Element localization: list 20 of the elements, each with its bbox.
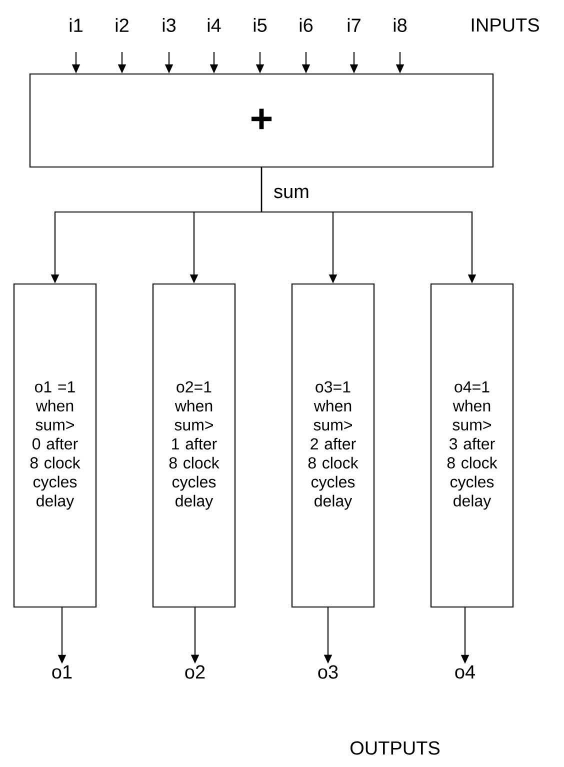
input-label: i5 <box>254 18 267 32</box>
input-label: i8 <box>394 18 407 32</box>
heading-label: INPUTS <box>472 18 539 32</box>
output-label: o3 <box>318 665 338 679</box>
process-box: o3=1 when sum> 2 after 8 clock cycles delay <box>291 283 375 608</box>
input-label: i2 <box>116 18 128 32</box>
process-box: o2=1 when sum> 1 after 8 clock cycles delay <box>152 283 236 608</box>
output-label: o1 <box>52 665 72 679</box>
heading-label: OUTPUTS <box>350 741 440 755</box>
input-label: i7 <box>348 18 360 32</box>
input-label: i4 <box>208 18 221 32</box>
adder-box: + <box>29 73 494 168</box>
input-label: i6 <box>300 18 313 32</box>
process-box: o4=1 when sum> 3 after 8 clock cycles delay <box>430 283 514 608</box>
process-box: o1 =1 when sum> 0 after 8 clock cycles delay <box>13 283 97 608</box>
input-label: i3 <box>162 18 176 32</box>
input-label: i1 <box>70 18 82 32</box>
output-label: o4 <box>455 665 475 679</box>
signal-label: sum <box>274 188 308 198</box>
output-label: o2 <box>185 665 205 679</box>
